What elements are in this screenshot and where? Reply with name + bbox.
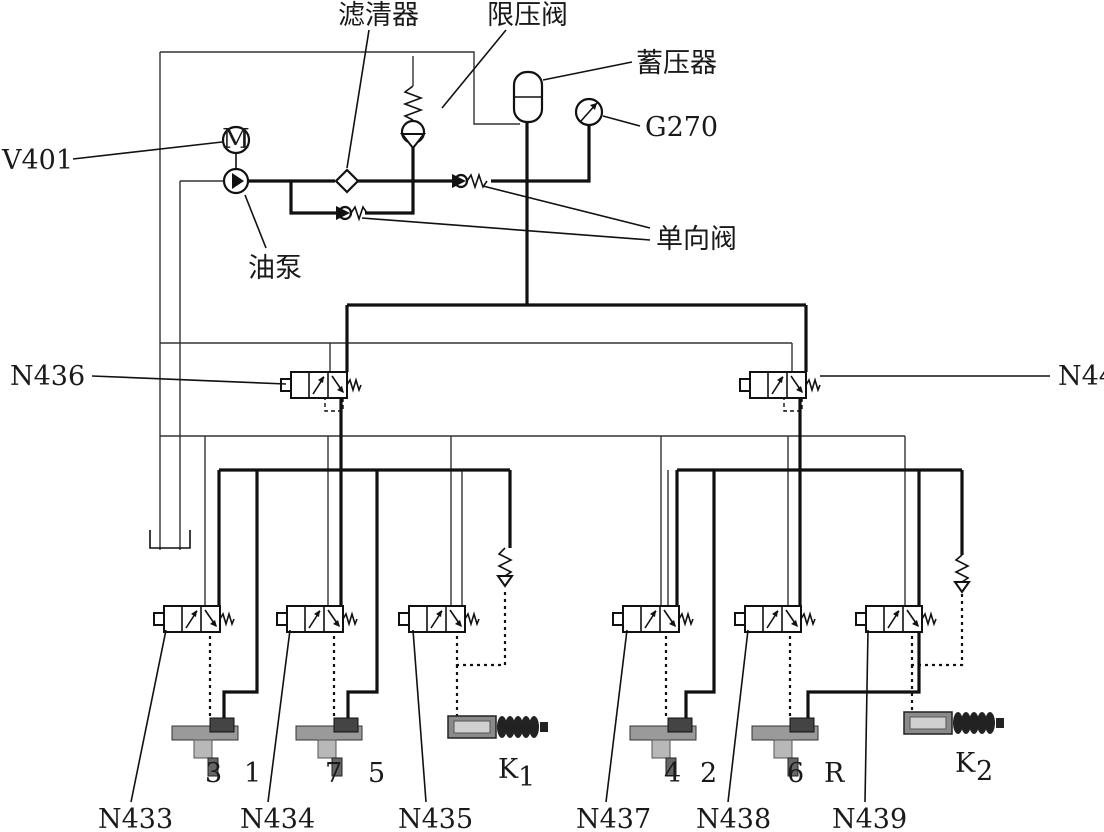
leader-lines	[72, 29, 1050, 803]
pressure-gauge-icon	[574, 97, 604, 127]
k1-subscript: 1	[518, 762, 535, 793]
valve-n436	[280, 371, 362, 412]
gear-5-label: 5	[368, 758, 385, 789]
gear-4-label: 4	[664, 758, 681, 789]
k1-spring	[496, 547, 514, 588]
motor-symbol: M	[221, 124, 251, 168]
actuator-7-5	[295, 717, 363, 777]
k2-label: K	[955, 748, 976, 779]
pressure-limit-valve-label: 限压阀	[487, 0, 568, 31]
n437-label: N437	[576, 804, 651, 832]
check-valve-main	[452, 172, 488, 190]
valve-n433	[153, 605, 235, 633]
return-lines	[159, 51, 906, 610]
pump-label: 油泵	[248, 253, 302, 284]
n438-label: N438	[696, 804, 771, 832]
valve-n438	[734, 605, 816, 633]
actuator-4-2	[629, 717, 697, 777]
accumulator-label: 蓄压器	[636, 48, 717, 79]
accumulator-symbol	[512, 70, 544, 124]
gear-2-label: 2	[700, 758, 717, 789]
filter-label: 滤清器	[338, 0, 419, 31]
dotted-links	[208, 590, 964, 718]
valve-n434	[276, 605, 358, 633]
pressure-limit-valve-symbol	[399, 85, 427, 150]
n433-label: N433	[98, 804, 173, 832]
k1-label: K	[498, 754, 519, 785]
pump-symbol	[222, 167, 250, 195]
gear-6-label: 6	[787, 758, 804, 789]
motor-label: V401	[1, 145, 73, 176]
actuator-3-1	[171, 717, 239, 777]
n436-label: N436	[10, 361, 85, 392]
sensor-label: G270	[645, 112, 718, 143]
check-valve-bypass	[336, 205, 368, 222]
check-valve-label: 单向阀	[656, 224, 737, 255]
solenoid-valves	[153, 371, 937, 633]
gear-7-label: 7	[325, 758, 342, 789]
pressure-lines	[217, 121, 964, 725]
n435-label: N435	[398, 804, 473, 832]
k2-spring	[953, 554, 971, 594]
n434-label: N434	[240, 804, 315, 832]
svg-text:M: M	[222, 124, 250, 155]
n439-label: N439	[832, 804, 907, 832]
n440-label: N440	[1058, 361, 1104, 392]
actuator-k2	[903, 711, 1004, 735]
actuator-6-r	[751, 717, 819, 777]
actuator-k1	[447, 715, 548, 739]
valve-n435	[398, 605, 480, 633]
valve-n440	[739, 371, 821, 412]
filter-symbol	[334, 168, 360, 194]
gear-3-label: 3	[205, 758, 222, 789]
k2-subscript: 2	[976, 756, 993, 787]
valve-n439	[855, 605, 937, 633]
actuators	[171, 711, 1004, 777]
gear-r-label: R	[824, 758, 845, 789]
valve-n437	[612, 605, 694, 633]
gear-1-label: 1	[244, 758, 261, 789]
tank-symbol	[149, 530, 191, 549]
